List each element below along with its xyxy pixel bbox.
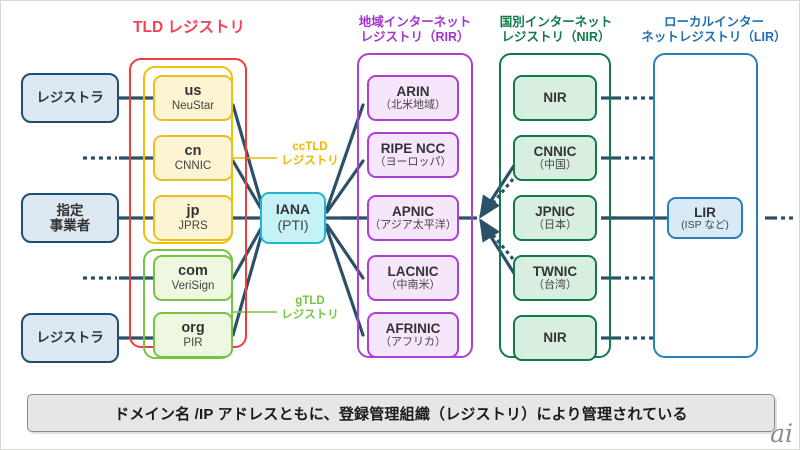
heading-nir-line1: 国別インターネット	[499, 15, 613, 29]
nir-box-cnnic[interactable]: CNNIC （中国）	[513, 135, 597, 181]
summary-banner-text: ドメイン名 /IP アドレスともに、登録管理組織（レジストリ）により管理されてい…	[114, 405, 688, 423]
iana-name: IANA	[275, 201, 311, 218]
iana-sub: (PTI)	[277, 217, 309, 233]
rir-name: RIPE NCC	[380, 141, 446, 157]
heading-rir: 地域インターネット レジストリ（RIR）	[337, 15, 493, 46]
tld-name: org	[181, 320, 205, 337]
tld-operator: VeriSign	[171, 279, 215, 292]
tld-operator: JPRS	[178, 219, 208, 232]
heading-tld: TLD レジストリ	[133, 19, 245, 36]
frame-gtld-registry	[143, 249, 233, 359]
nir-name: NIR	[543, 90, 567, 106]
rir-box-apnic[interactable]: APNIC （アジア太平洋）	[367, 195, 459, 241]
heading-rir-line1: 地域インターネット	[358, 15, 472, 29]
nir-name: JPNIC	[535, 204, 575, 220]
nir-box-jpnic[interactable]: JPNIC （日本）	[513, 195, 597, 241]
tld-box-org[interactable]: org PIR	[153, 312, 233, 358]
nir-box-generic-top[interactable]: NIR	[513, 75, 597, 121]
tag-cctld: ccTLD レジストリ	[277, 140, 343, 169]
lir-name: LIR	[694, 204, 716, 220]
nir-box-twnic[interactable]: TWNIC （台湾）	[513, 255, 597, 301]
actor-designated-operator[interactable]: 指定 事業者	[21, 193, 119, 243]
rir-name: APNIC	[391, 204, 434, 220]
heading-rir-line2: レジストリ（RIR）	[360, 30, 470, 45]
nir-name: NIR	[543, 330, 567, 346]
nir-region: （中国）	[533, 159, 577, 172]
tld-name: cn	[184, 143, 202, 160]
tld-name: us	[184, 83, 202, 100]
tld-box-com[interactable]: com VeriSign	[153, 255, 233, 301]
actor-label: レジストラ	[36, 90, 104, 106]
summary-banner: ドメイン名 /IP アドレスともに、登録管理組織（レジストリ）により管理されてい…	[27, 394, 775, 432]
actor-label: 指定	[56, 202, 84, 218]
tld-box-cn[interactable]: cn CNNIC	[153, 135, 233, 181]
rir-box-arin[interactable]: ARIN （北米地域）	[367, 75, 459, 121]
nir-name: TWNIC	[532, 264, 578, 280]
tld-name: jp	[186, 203, 200, 220]
actor-sublabel: 事業者	[49, 218, 91, 233]
rir-region: （中南米）	[385, 279, 441, 292]
nir-region: （日本）	[533, 219, 577, 232]
tld-name: com	[178, 263, 208, 280]
heading-lir-line1: ローカルインター	[663, 15, 764, 29]
nir-region: （台湾）	[533, 279, 577, 292]
actor-registrar-2[interactable]: レジストラ	[21, 313, 119, 363]
rir-box-lacnic[interactable]: LACNIC （中南米）	[367, 255, 459, 301]
iana-box[interactable]: IANA (PTI)	[260, 192, 326, 244]
rir-box-afrinic[interactable]: AFRINIC （アフリカ）	[367, 312, 459, 358]
actor-label: レジストラ	[36, 330, 104, 346]
tld-box-us[interactable]: us NeuStar	[153, 75, 233, 121]
tld-box-jp[interactable]: jp JPRS	[153, 195, 233, 241]
rir-box-ripe-ncc[interactable]: RIPE NCC （ヨーロッパ）	[367, 132, 459, 178]
rir-region: （ヨーロッパ）	[374, 156, 452, 169]
actor-registrar-1[interactable]: レジストラ	[21, 73, 119, 123]
rir-name: ARIN	[396, 84, 430, 100]
nir-name: CNNIC	[533, 144, 577, 160]
tag-cctld-line1: ccTLD	[292, 141, 328, 153]
tld-operator: CNNIC	[174, 159, 212, 172]
nir-box-generic-bottom[interactable]: NIR	[513, 315, 597, 361]
tld-operator: NeuStar	[171, 99, 215, 112]
rir-region: （北米地域）	[380, 99, 446, 112]
rir-name: AFRINIC	[385, 321, 441, 337]
lir-box[interactable]: LIR (ISP など)	[667, 197, 743, 239]
frame-lir-registry	[653, 53, 758, 358]
rir-region: （アフリカ）	[380, 336, 446, 349]
heading-lir-line2: ネットレジストリ（LIR）	[641, 30, 787, 45]
heading-nir-line2: レジストリ（NIR）	[501, 30, 611, 45]
rir-region: （アジア太平洋）	[369, 219, 457, 232]
tag-gtld-line2: レジストリ	[281, 309, 339, 322]
watermark-logo: ai	[770, 419, 793, 448]
tag-gtld-line1: gTLD	[295, 295, 325, 307]
tag-cctld-line2: レジストリ	[281, 155, 339, 168]
tld-operator: PIR	[183, 336, 203, 349]
tag-gtld: gTLD レジストリ	[277, 294, 343, 323]
lir-region: (ISP など)	[681, 218, 729, 231]
heading-lir: ローカルインター ネットレジストリ（LIR）	[631, 15, 797, 46]
heading-nir: 国別インターネット レジストリ（NIR）	[481, 15, 631, 46]
rir-name: LACNIC	[387, 264, 439, 280]
